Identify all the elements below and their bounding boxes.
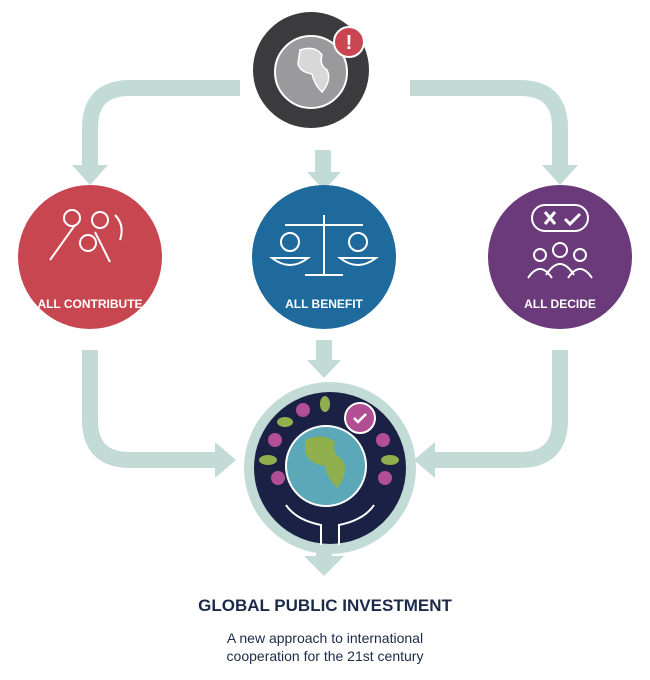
contribute-label: ALL CONTRIBUTE [37,297,143,311]
hands-icon [285,504,375,545]
contribute-circle [18,185,162,329]
arrow-from-decide [435,350,568,468]
scales-icon [269,215,379,276]
arrow-from-contribute [82,350,215,468]
vote-people-icon [527,204,593,279]
footer-subtitle-line1: A new approach to international [226,630,424,646]
coins-hands-icon [49,209,123,263]
people-icons [268,403,392,485]
arrowheads [72,165,578,576]
arrows [82,80,568,560]
verified-badge-icon [344,402,376,434]
leaf-icons [259,396,399,465]
alert-icon [333,26,365,58]
footer-subtitle-line2: cooperation for the 21st century [226,648,424,664]
footer-title: GLOBAL PUBLIC INVESTMENT [198,596,452,615]
decide-label: ALL DECIDE [524,297,596,311]
benefit-label: ALL BENEFIT [285,297,363,311]
svg-text:!: ! [346,32,353,54]
arrow-to-decide [410,80,568,165]
arrow-to-contribute [82,80,240,165]
